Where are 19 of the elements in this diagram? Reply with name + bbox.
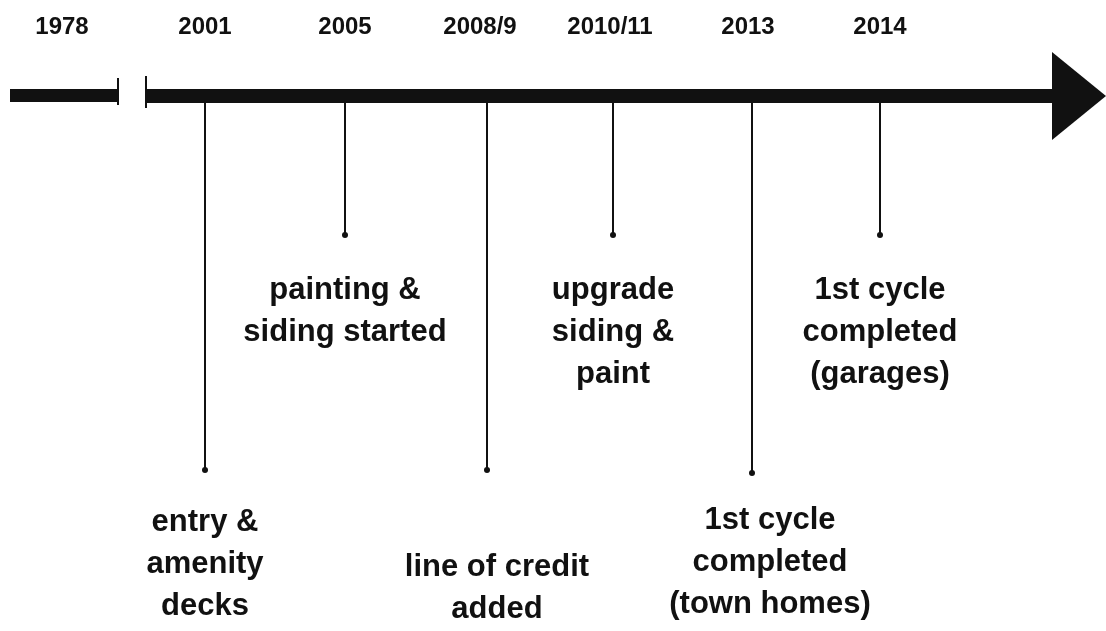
leader-line bbox=[749, 102, 755, 476]
year-label: 2014 bbox=[853, 12, 907, 40]
year-label: 2013 bbox=[721, 12, 775, 40]
leader-line bbox=[342, 102, 348, 238]
year-label: 1978 bbox=[35, 12, 89, 40]
event-label: 1st cycle completed (town homes) bbox=[668, 500, 872, 622]
year-label: 2005 bbox=[318, 12, 372, 40]
event-label: line of credit added bbox=[403, 547, 591, 627]
year-label: 2010/11 bbox=[567, 12, 653, 40]
event-label: entry & amenity decks bbox=[145, 502, 265, 624]
leader-line bbox=[202, 102, 208, 473]
event-label: 1st cycle completed (garages) bbox=[801, 270, 959, 392]
event-label: painting & siding started bbox=[242, 270, 448, 350]
leader-line bbox=[610, 102, 616, 238]
year-label: 2001 bbox=[178, 12, 232, 40]
leader-line bbox=[877, 102, 883, 238]
event-label: upgrade siding & paint bbox=[550, 270, 676, 392]
year-label: 2008/9 bbox=[443, 12, 517, 40]
leader-line bbox=[484, 102, 490, 473]
